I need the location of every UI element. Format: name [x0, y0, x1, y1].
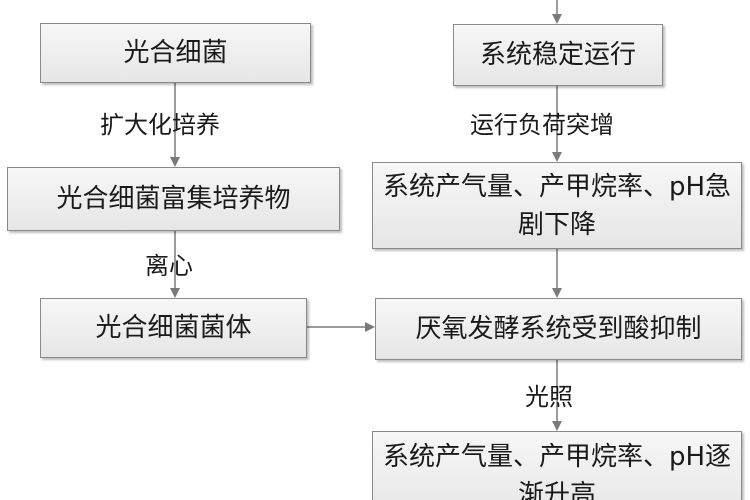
box-output-drop: 系统产气量、产甲烷率、pH急剧下降 — [372, 162, 742, 249]
label-centrifuge: 离心 — [145, 252, 193, 280]
label-illumination: 光照 — [525, 383, 573, 411]
box-photo-bacteria: 光合细菌 — [40, 23, 311, 83]
label-scale-up: 扩大化培养 — [100, 111, 220, 139]
box-output-rise: 系统产气量、产甲烷率、pH逐渐升高 — [372, 431, 742, 500]
box-system-stable: 系统稳定运行 — [453, 24, 663, 86]
box-bacteria-cells: 光合细菌菌体 — [40, 298, 307, 358]
label-load-surge: 运行负荷突增 — [470, 111, 614, 139]
box-enriched-culture: 光合细菌富集培养物 — [7, 167, 340, 231]
box-acid-inhibition: 厌氧发酵系统受到酸抑制 — [375, 298, 742, 360]
